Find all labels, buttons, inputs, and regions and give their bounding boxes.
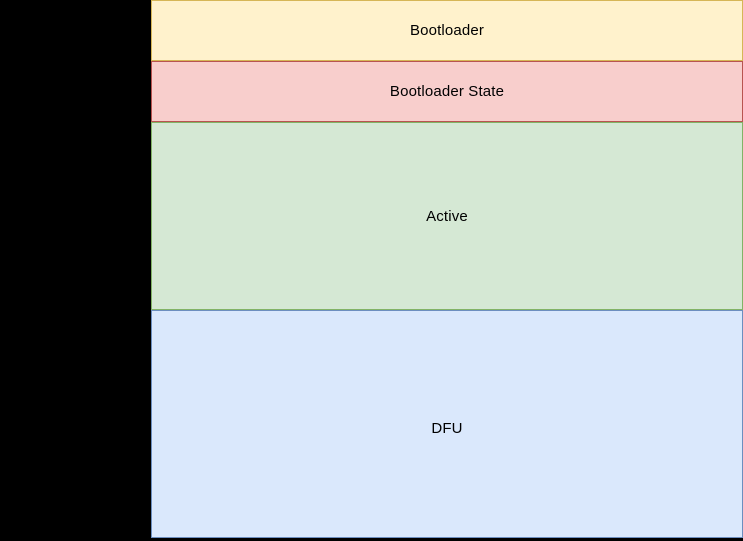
region-dfu-label: DFU	[431, 420, 463, 437]
region-active[interactable]: Active	[151, 122, 743, 310]
region-active-label: Active	[426, 207, 468, 225]
region-dfu[interactable]: DFU	[151, 310, 743, 538]
memory-region-stack: Bootloader Bootloader State Active DFU	[151, 0, 743, 538]
region-bootloader[interactable]: Bootloader	[151, 0, 743, 61]
region-bootloader-label: Bootloader	[409, 22, 485, 39]
region-bootloader-state[interactable]: Bootloader State	[151, 61, 743, 122]
region-bootloader-state-label: Bootloader State	[389, 83, 505, 100]
